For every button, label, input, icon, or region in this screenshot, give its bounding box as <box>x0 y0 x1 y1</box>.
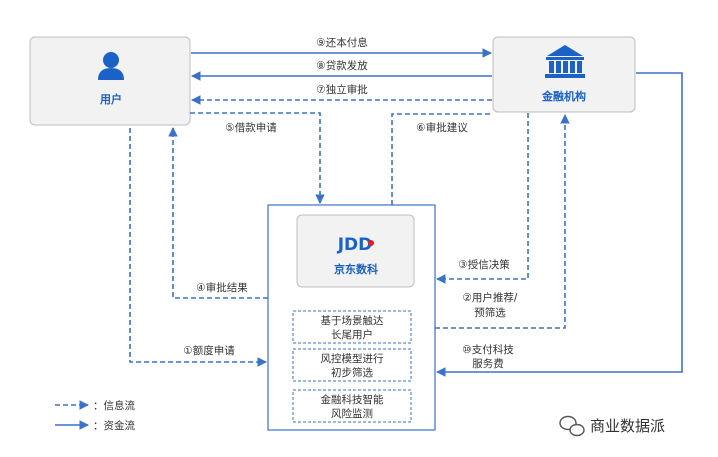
legend-fund-label: ：资金流 <box>93 419 135 432</box>
wechat-icon <box>559 415 585 437</box>
flow-1-arrow <box>129 128 267 367</box>
flow-6-label: ⑥审批建议 <box>416 121 468 134</box>
jdd-function-text: 基于场景触达 <box>321 314 384 327</box>
watermark-text: 商业数据派 <box>590 417 665 435</box>
flow-3-arrow <box>436 113 529 284</box>
bank-icon <box>545 45 585 78</box>
bank-label: 金融机构 <box>541 89 586 103</box>
jdd-function-text: 风险监测 <box>331 407 373 420</box>
flow-8-label: ⑧贷款发放 <box>316 59 368 72</box>
flow-2-label: ②用户推荐/ <box>463 291 518 304</box>
flow-2-arrow <box>435 114 570 329</box>
flow-9-label: ⑨还本付息 <box>316 36 367 49</box>
legend-info-label: ：信息流 <box>93 399 135 412</box>
flow-1-label: ①额度申请 <box>183 344 235 357</box>
jdd-logo-text: JDD <box>337 235 373 255</box>
flow-4-arrow <box>168 127 268 299</box>
jdd-logo: JDD <box>337 235 374 255</box>
jdd-function-text: 长尾用户 <box>331 328 373 341</box>
jdd-function-text: 风控模型进行 <box>321 352 384 365</box>
flow-10-label: ⑩支付科技 <box>462 343 514 356</box>
jdd-node <box>296 214 415 288</box>
user-node <box>29 36 191 126</box>
flow-5-arrow <box>190 112 325 204</box>
jdd-label: 京东数科 <box>334 262 378 276</box>
watermark: 商业数据派 <box>559 415 665 437</box>
flow-7-label: ⑦独立审批 <box>316 83 368 96</box>
flow-5-label: ⑤借款申请 <box>225 121 277 134</box>
jdd-function-text: 初步筛选 <box>331 366 373 379</box>
user-label: 用户 <box>100 92 122 106</box>
flow-6-arrow <box>391 113 491 205</box>
legend: ：信息流 ：资金流 <box>55 399 135 432</box>
flow-4-label: ④审批结果 <box>196 281 248 294</box>
flow-10-arrow <box>436 72 683 377</box>
flow-3-label: ③授信决策 <box>458 258 510 271</box>
jdd-function-text: 金融科技智能 <box>321 393 384 406</box>
flow-10-label: 服务费 <box>472 357 504 370</box>
flow-2-label: 预筛选 <box>474 306 506 319</box>
user-icon <box>98 52 124 80</box>
